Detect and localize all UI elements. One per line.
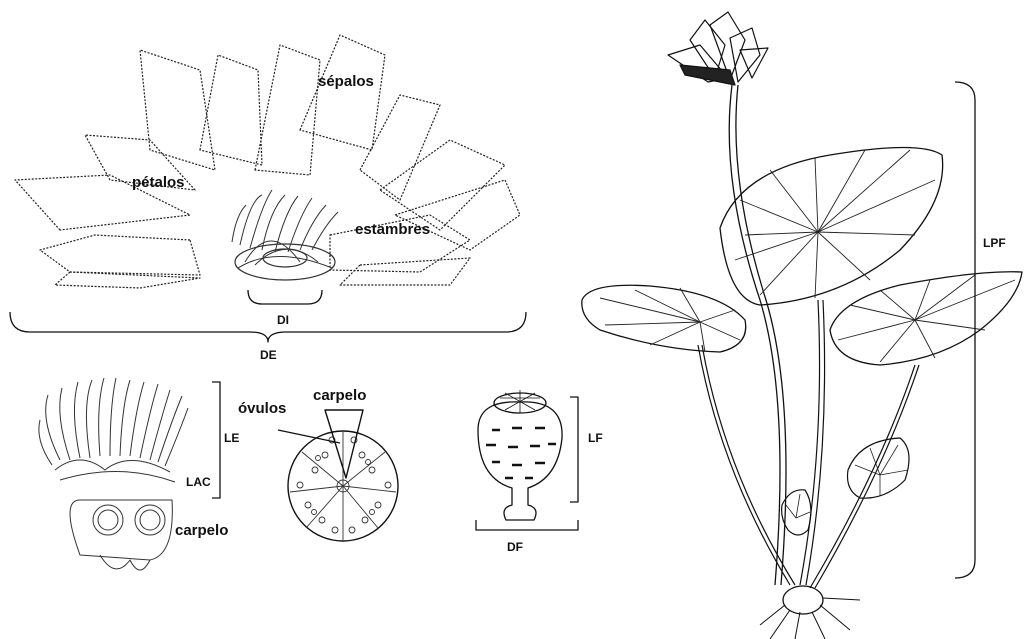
fruit-illustration bbox=[478, 390, 562, 520]
label-sepalos: sépalos bbox=[318, 74, 374, 89]
df-bracket bbox=[476, 520, 578, 530]
le-bracket bbox=[212, 382, 220, 498]
label-estambres: estambres bbox=[355, 222, 430, 237]
lf-bracket bbox=[570, 397, 578, 502]
label-de: DE bbox=[260, 349, 277, 361]
label-le: LE bbox=[224, 432, 239, 444]
label-carpelo-bottom: carpelo bbox=[175, 523, 228, 538]
flower-illustration bbox=[15, 35, 520, 288]
ovary-cross-section bbox=[278, 410, 398, 541]
stamen-cluster-illustration bbox=[39, 378, 188, 570]
di-bracket bbox=[248, 290, 322, 304]
label-ovulos: óvulos bbox=[238, 401, 286, 416]
label-di: DI bbox=[277, 314, 289, 326]
lpf-bracket bbox=[955, 82, 975, 578]
label-carpelo-top: carpelo bbox=[313, 388, 366, 403]
label-lac: LAC bbox=[186, 476, 211, 488]
de-bracket bbox=[10, 312, 526, 342]
label-lf: LF bbox=[588, 432, 603, 444]
label-df: DF bbox=[507, 541, 523, 553]
label-lpf: LPF bbox=[983, 237, 1006, 249]
label-petalos: pétalos bbox=[132, 175, 185, 190]
whole-plant-illustration bbox=[582, 12, 1022, 639]
